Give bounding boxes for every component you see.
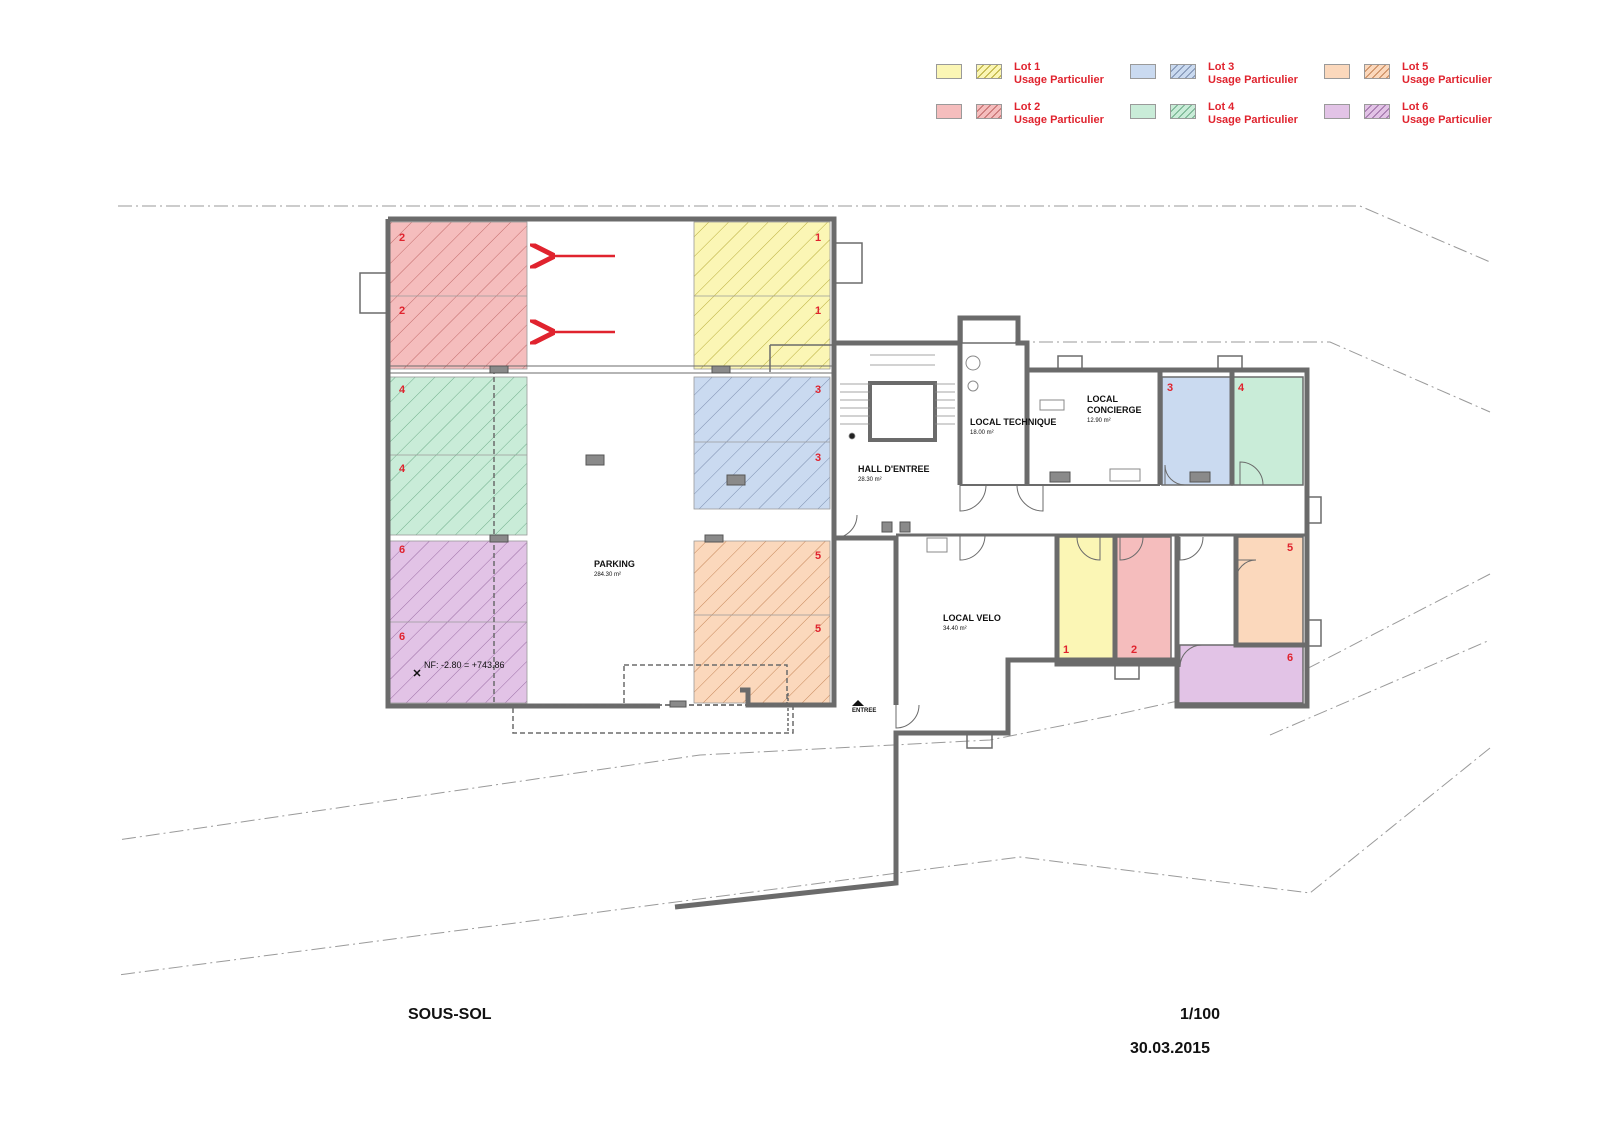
entrance-label: ENTREE <box>852 708 876 714</box>
lot-number: 6 <box>399 544 405 556</box>
room-name-technique: LOCAL TECHNIQUE <box>970 417 1056 427</box>
legend-swatch-hatched <box>1170 104 1196 119</box>
room-area-parking: 284.30 m² <box>594 572 621 578</box>
sheet-date: 30.03.2015 <box>1130 1040 1211 1057</box>
legend-lot-usage: Usage Particulier <box>1402 114 1492 126</box>
level-note: NF: -2.80 = +743.86 <box>424 660 505 670</box>
lot-4-space <box>389 376 528 536</box>
legend-lot-3: Lot 3 Usage Particulier <box>1130 61 1310 95</box>
sheet-scale: 1/100 <box>1180 1006 1221 1023</box>
legend-swatch-solid <box>1130 104 1156 119</box>
legend-swatch-hatched <box>1364 104 1390 119</box>
legend-lot-6: Lot 6 Usage Particulier <box>1324 101 1504 135</box>
lot-number: 5 <box>1287 542 1293 554</box>
legend-lot-2: Lot 2 Usage Particulier <box>936 101 1116 135</box>
room-name-velo: LOCAL VELO <box>943 613 1001 623</box>
lot-2-space <box>389 221 528 370</box>
lot-number: 6 <box>399 631 405 643</box>
lot-number: 1 <box>815 305 821 317</box>
legend-lot-title: Lot 2 <box>1014 101 1041 113</box>
room-name-concierge-1: LOCAL <box>1087 394 1118 404</box>
lot-number: 3 <box>815 452 821 464</box>
legend-swatch-solid <box>936 104 962 119</box>
legend-swatch-solid <box>1324 104 1350 119</box>
legend-swatch-hatched <box>976 64 1002 79</box>
equipment <box>489 365 1211 708</box>
lot-number: 5 <box>815 550 821 562</box>
cellar-2 <box>1114 536 1172 665</box>
room-labels: PARKING 284.30 m² HALL D'ENTREE 28.30 m²… <box>424 394 1142 714</box>
lot-number: 2 <box>399 305 405 317</box>
lot-number: 4 <box>399 463 406 475</box>
lot-number: 2 <box>1131 644 1137 656</box>
room-area-technique: 18.00 m² <box>970 430 994 436</box>
traffic-arrows <box>550 256 615 332</box>
room-name-parking: PARKING <box>594 559 635 569</box>
legend-swatch-hatched <box>1364 64 1390 79</box>
legend-swatch-hatched <box>976 104 1002 119</box>
lot-number: 4 <box>1238 382 1245 394</box>
legend-swatch-solid <box>936 64 962 79</box>
cellar-4 <box>1231 376 1304 486</box>
cellars <box>1056 376 1304 704</box>
entrance-triangle-icon <box>852 700 864 706</box>
legend-lot-title: Lot 6 <box>1402 101 1429 113</box>
lot-number: 1 <box>815 232 821 244</box>
legend-lot-title: Lot 5 <box>1402 61 1429 73</box>
doors <box>833 461 1264 729</box>
room-name-hall: HALL D'ENTREE <box>858 464 929 474</box>
lot-1-space <box>693 221 831 370</box>
legend-lot-usage: Usage Particulier <box>1402 74 1492 86</box>
wall-thin <box>359 242 1322 749</box>
room-area-velo: 34.40 m² <box>943 626 967 632</box>
lot-number: 5 <box>815 623 821 635</box>
legend-lot-usage: Usage Particulier <box>1208 74 1298 86</box>
lot-number: 3 <box>1167 382 1173 394</box>
legend-swatch-hatched <box>1170 64 1196 79</box>
lot-number: 4 <box>399 384 406 396</box>
legend-lot-title: Lot 1 <box>1014 61 1041 73</box>
legend-swatch-solid <box>1324 64 1350 79</box>
legend-lot-usage: Usage Particulier <box>1208 114 1298 126</box>
legend-swatch-solid <box>1130 64 1156 79</box>
sheet-title: SOUS-SOL <box>408 1006 492 1023</box>
fixtures <box>926 355 1141 553</box>
cellar-6 <box>1176 644 1304 704</box>
legend-lot-usage: Usage Particulier <box>1014 114 1104 126</box>
legend-lot-5: Lot 5 Usage Particulier <box>1324 61 1504 95</box>
legend-lot-usage: Usage Particulier <box>1014 74 1104 86</box>
lot-number: 2 <box>399 232 405 244</box>
room-area-hall: 28.30 m² <box>858 477 882 483</box>
room-name-concierge-2: CONCIERGE <box>1087 405 1142 415</box>
legend-lot-title: Lot 3 <box>1208 61 1235 73</box>
lot-number: 1 <box>1063 644 1069 656</box>
lot-number: 3 <box>815 384 821 396</box>
lot-3-space <box>693 376 831 510</box>
staircase <box>840 354 955 440</box>
parking-lots <box>389 221 831 704</box>
site-boundary <box>117 205 1491 976</box>
legend-lot-1: Lot 1 Usage Particulier <box>936 61 1116 95</box>
legend-lot-4: Lot 4 Usage Particulier <box>1130 101 1310 135</box>
lot-numbers: 2 2 1 1 4 4 3 3 6 6 5 5 3 4 5 1 2 6 <box>399 232 1293 664</box>
room-area-concierge: 12.90 m² <box>1087 418 1111 424</box>
lot-number: 6 <box>1287 652 1293 664</box>
lot-5-space <box>693 540 831 704</box>
parking-outer-wall <box>385 216 837 709</box>
legend-lot-title: Lot 4 <box>1208 101 1235 113</box>
level-marker-icon <box>413 669 421 677</box>
